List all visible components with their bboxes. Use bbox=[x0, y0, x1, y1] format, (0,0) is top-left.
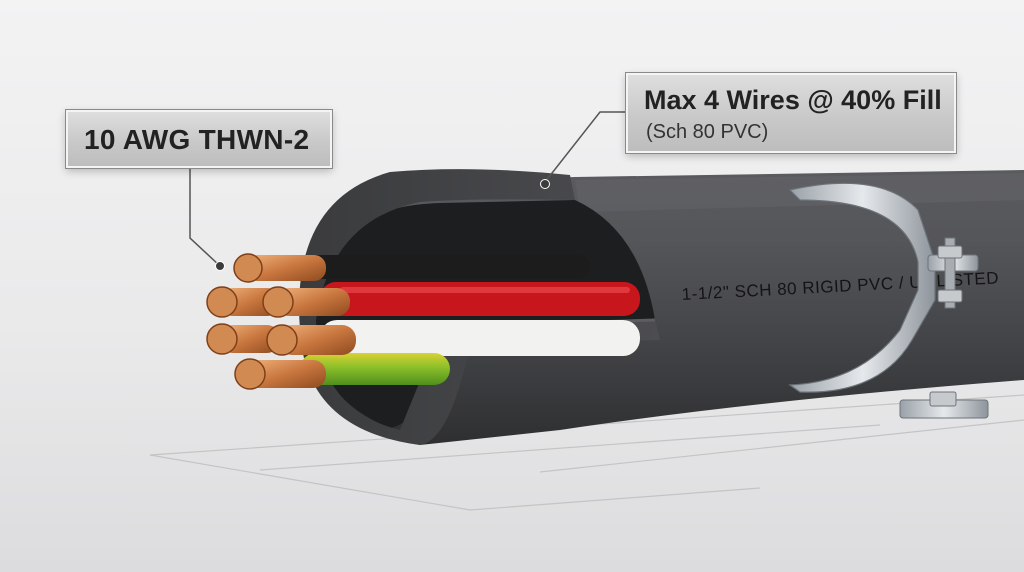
copper-strand-5 bbox=[266, 324, 356, 356]
copper-strand-3 bbox=[262, 286, 350, 318]
strap-nut-bottom bbox=[937, 289, 963, 303]
copper-conductors bbox=[206, 253, 356, 390]
strap-lower-bolt bbox=[929, 391, 957, 407]
leader-wire-dot bbox=[215, 261, 225, 271]
leader-wire bbox=[189, 168, 221, 267]
leader-lines bbox=[189, 111, 626, 267]
strap-nut-top bbox=[937, 245, 963, 259]
copper-strand-4 bbox=[206, 323, 280, 355]
copper-strand-1 bbox=[233, 253, 326, 283]
wire-size-callout: 10 AWG THWN-2 bbox=[65, 109, 333, 169]
wire-green-yellow bbox=[300, 353, 450, 385]
leader-fill-dot bbox=[540, 179, 550, 189]
leader-fill bbox=[544, 111, 626, 183]
pipe-strap bbox=[788, 182, 989, 419]
fill-capacity-subtitle: (Sch 80 PVC) bbox=[646, 121, 769, 143]
copper-strand-6 bbox=[234, 358, 326, 390]
wire-white bbox=[320, 320, 640, 356]
wire-black bbox=[300, 255, 590, 279]
wire-size-label: 10 AWG THWN-2 bbox=[84, 124, 310, 155]
fill-capacity-title: Max 4 Wires @ 40% Fill bbox=[644, 85, 942, 115]
fill-capacity-callout: Max 4 Wires @ 40% Fill (Sch 80 PVC) bbox=[625, 72, 957, 154]
wire-red-shine bbox=[340, 287, 630, 293]
strap-bolt bbox=[944, 237, 956, 309]
